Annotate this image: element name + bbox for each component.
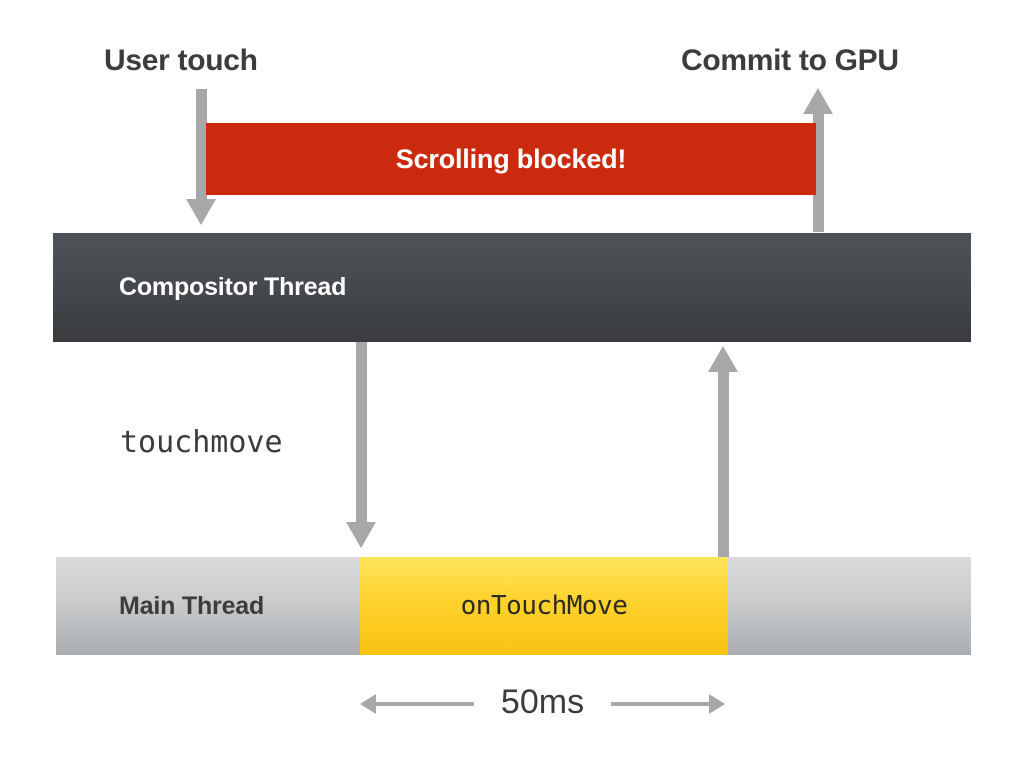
compositor-thread-label: Compositor Thread — [119, 273, 347, 301]
measure-line-right — [611, 702, 711, 706]
duration-label: 50ms — [488, 683, 597, 721]
duration-label-wrap: 50ms — [360, 680, 725, 724]
touchmove-arrow-shaft — [356, 342, 367, 526]
main-thread-lane: Main Thread onTouchMove — [56, 557, 971, 655]
commit-to-gpu-arrow-head-up-icon — [803, 88, 833, 114]
main-thread-return-arrow-shaft — [718, 371, 729, 557]
main-thread-return-arrow-head-up-icon — [708, 346, 738, 372]
scrolling-blocked-bar: Scrolling blocked! — [206, 123, 816, 195]
ontouchmove-label: onTouchMove — [460, 591, 628, 621]
main-thread-label: Main Thread — [119, 591, 265, 620]
measure-arrow-right-icon — [709, 694, 725, 714]
scrolling-blocked-label: Scrolling blocked! — [395, 143, 627, 174]
compositor-thread-lane: Compositor Thread — [53, 233, 971, 342]
touchmove-event-label: touchmove — [120, 425, 283, 460]
user-touch-label: User touch — [104, 44, 258, 77]
measure-arrow-left-icon — [360, 694, 376, 714]
commit-to-gpu-arrow-shaft — [813, 113, 824, 232]
duration-measure: 50ms — [360, 680, 725, 726]
commit-to-gpu-label: Commit to GPU — [681, 44, 899, 77]
ontouchmove-task-block: onTouchMove — [360, 557, 728, 655]
user-touch-arrow-shaft — [196, 89, 207, 202]
touchmove-arrow-head-down-icon — [346, 522, 376, 548]
measure-line-left — [374, 702, 474, 706]
user-touch-arrow-head-down-icon — [186, 199, 216, 225]
